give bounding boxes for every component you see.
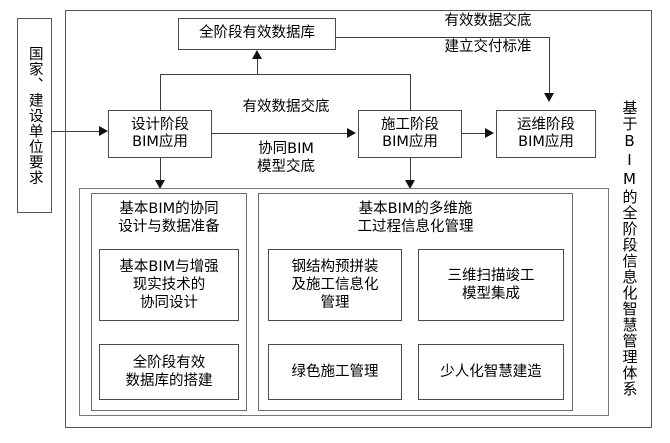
edge-db-to-operation-horz: [336, 37, 549, 38]
edge-construction-to-group: [410, 158, 411, 182]
group-design-item-1-label: 全阶段有效 数据库的搭建: [125, 354, 213, 389]
group-design-item-0-label: 基本BIM与增强 现实技术的 协同设计: [119, 258, 219, 312]
group-design-item-0: 基本BIM与增强 现实技术的 协同设计: [99, 249, 239, 321]
database-box-label: 全阶段有效数据库: [199, 25, 315, 42]
group-construction-item-3-label: 少人化智慧建造: [440, 363, 542, 380]
phase-box-construction: 施工阶段 BIM应用: [358, 110, 462, 158]
edge-construction-to-operation: [462, 133, 486, 134]
edge-construction-to-db-horz: [257, 74, 410, 75]
group-construction-item-3: 少人化智慧建造: [418, 344, 564, 400]
phase-design-line2: BIM应用: [132, 134, 188, 150]
group-construction-item-2-label: 绿色施工管理: [291, 363, 379, 380]
phase-box-operation: 运维阶段 BIM应用: [496, 110, 596, 158]
group-design-title: 基本BIM的协同 设计与数据准备: [118, 201, 220, 236]
edge-input-to-design: [52, 131, 102, 132]
system-title-label: 基于BIM的全阶段信息化智慧管理体系: [620, 99, 639, 397]
phase-construction-line1: 施工阶段: [381, 116, 439, 133]
edge-label-db-operation-bottom: 建立交付标准: [444, 39, 532, 55]
database-box: 全阶段有效数据库: [178, 18, 336, 50]
edge-design-to-construction: [212, 133, 349, 134]
edge-design-to-db-vert: [160, 74, 161, 110]
phase-design-line1: 设计阶段: [131, 116, 189, 133]
arrowhead-construction-to-operation: [485, 128, 494, 138]
phase-construction-line2: BIM应用: [382, 134, 438, 150]
phase-operation-line1: 运维阶段: [517, 116, 575, 133]
phase-operation-line2: BIM应用: [518, 134, 574, 150]
edge-label-db-operation-top: 有效数据交底: [444, 13, 532, 29]
arrowhead-construction-to-group: [405, 180, 415, 189]
arrowhead-input-to-design: [99, 126, 108, 136]
group-construction-item-0: 钢结构预拼装 及施工信息化 管理: [268, 249, 402, 321]
system-title-vertical: 基于BIM的全阶段信息化智慧管理体系: [612, 88, 646, 408]
phase-box-design: 设计阶段 BIM应用: [108, 110, 212, 158]
edge-label-design-construction-top: 有效数据交底: [242, 99, 330, 115]
group-construction-item-2: 绿色施工管理: [268, 344, 402, 400]
group-construction-item-1-label: 三维扫描竣工 模型集成: [447, 267, 535, 302]
group-construction-item-0-label: 钢结构预拼装 及施工信息化 管理: [291, 258, 379, 312]
arrowhead-design-to-group: [155, 180, 165, 189]
left-input-box: 国家、建设单位要求: [17, 18, 52, 213]
edge-design-to-group: [160, 158, 161, 182]
edge-db-to-operation-vert: [549, 37, 550, 94]
edge-design-to-db-riser: [257, 59, 258, 75]
group-construction-item-1: 三维扫描竣工 模型集成: [418, 249, 564, 321]
left-input-label: 国家、建设单位要求: [26, 45, 43, 186]
arrowhead-design-to-construction: [347, 128, 356, 138]
edge-construction-to-db-vert: [410, 74, 411, 110]
arrowhead-design-to-db: [252, 50, 262, 59]
arrowhead-db-to-operation: [544, 93, 554, 102]
group-construction-title: 基本BIM的多维施 工过程信息化管理: [357, 201, 474, 236]
edge-design-to-db-horz: [160, 74, 257, 75]
group-design-item-1: 全阶段有效 数据库的搭建: [99, 344, 239, 400]
edge-label-design-construction-bottom: 协同BIM 模型交底: [257, 141, 315, 176]
